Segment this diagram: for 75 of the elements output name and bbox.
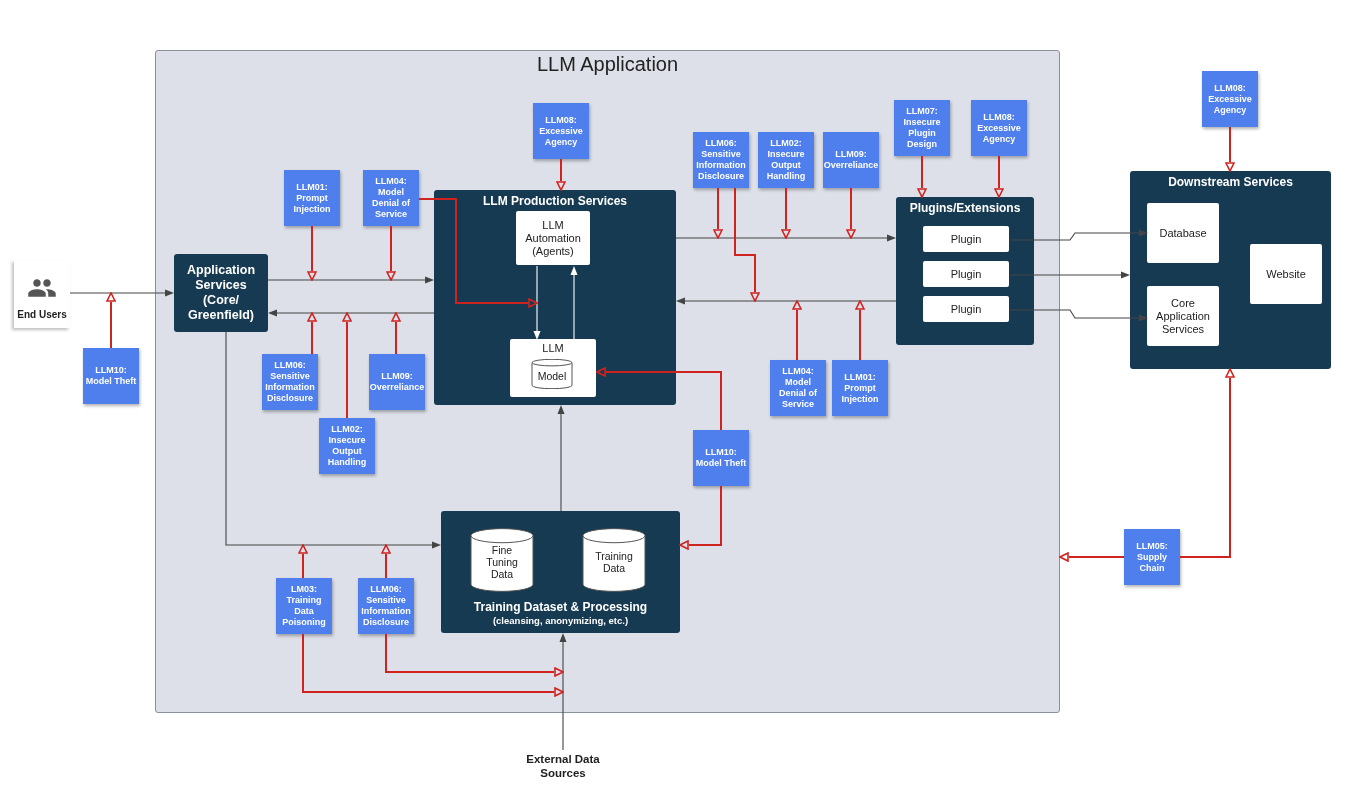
risk-label: LLM07: Insecure Plugin Design [902,106,942,150]
risk-sticky-note [971,100,1027,156]
node-label: Training Data [594,550,634,574]
risk-sticky-note [363,170,419,226]
risk-label: LLM06: Sensitive Information Disclosure [360,584,412,628]
node-label: End Users [17,308,67,322]
risk-label: LLM06: Sensitive Information Disclosure [264,360,316,404]
application-boundary [155,50,1060,713]
risk-sticky-note [832,360,888,416]
node-label: LLM Automation (Agents) [524,218,582,258]
risk-label: LLM08: Excessive Agency [1207,82,1253,116]
risk-label: LLM02: Insecure Output Handling [326,424,368,468]
risk-sticky-note [758,132,814,188]
node-label: External Data Sources [525,752,601,780]
panel-title: Plugins/Extensions [909,201,1021,216]
model-box [510,339,596,397]
risk-label: LLM02: Insecure Output Handling [765,138,807,182]
service-box [516,211,590,265]
risk-sticky-note [693,430,749,486]
database-cylinder [582,528,646,592]
service-box [923,261,1009,287]
node-label: LLM [542,342,564,355]
risk-sticky-note [276,578,332,634]
risk-sticky-note [1124,529,1180,585]
service-box [923,296,1009,322]
risk-sticky-note [369,354,425,410]
node-label: Application Services (Core/ Greenfield) [185,263,257,323]
risk-sticky-note [262,354,318,410]
risk-sticky-note [533,103,589,159]
risk-sticky-note [693,132,749,188]
service-panel [896,197,1034,345]
risk-label: LLM04: Model Denial of Service [371,176,411,220]
service-panel [1130,171,1331,369]
service-box [923,226,1009,252]
service-panel [441,511,680,633]
panel-title: LLM Application [536,52,679,76]
panel-title: LLM Production Services [483,194,627,209]
risk-sticky-note [319,418,375,474]
risk-sticky-note [83,348,139,404]
risk-label: LLM06: Sensitive Information Disclosure [695,138,747,182]
risk-label: LLM08: Excessive Agency [538,114,584,148]
risk-sticky-note [770,360,826,416]
node-label: Plugin [950,302,982,316]
risk-sticky-note [358,578,414,634]
service-box [1250,244,1322,304]
service-panel [434,190,676,405]
risk-label: LLM10: Model Theft [85,365,137,387]
node-label: Model [537,370,567,382]
risk-label: LLM10: Model Theft [695,447,747,469]
panel-title: Training Dataset & Processing [473,600,648,615]
node-label: Database [1159,226,1207,240]
risk-sticky-note [284,170,340,226]
service-box [1147,203,1219,263]
risk-label: LLM05: Supply Chain [1135,540,1169,574]
risk-label: LM03: Training Data Poisoning [281,584,327,628]
risk-label: LLM08: Excessive Agency [976,111,1022,145]
risk-label: LLM09: Overreliance [823,149,879,171]
service-box [1147,286,1219,346]
risk-label: LLM09: Overreliance [369,371,425,393]
risk-sticky-note [1202,71,1258,127]
panel-title: (cleansing, anonymizing, etc.) [492,615,629,627]
node-label: Website [1266,267,1306,281]
node-label: Core Application Services [1155,296,1211,336]
node-label: Plugin [950,267,982,281]
panel-title: Downstream Services [1168,175,1293,190]
risk-sticky-note [823,132,879,188]
database-cylinder [470,528,534,592]
service-panel [174,254,268,332]
node-label: Fine Tuning Data [485,544,519,580]
risk-label: LLM01: Prompt Injection [840,371,880,405]
database-cylinder [531,359,573,389]
risk-label: LLM04: Model Denial of Service [778,366,818,410]
risk-sticky-note [894,100,950,156]
risk-label: LLM01: Prompt Injection [292,181,332,215]
node-label: Plugin [950,232,982,246]
